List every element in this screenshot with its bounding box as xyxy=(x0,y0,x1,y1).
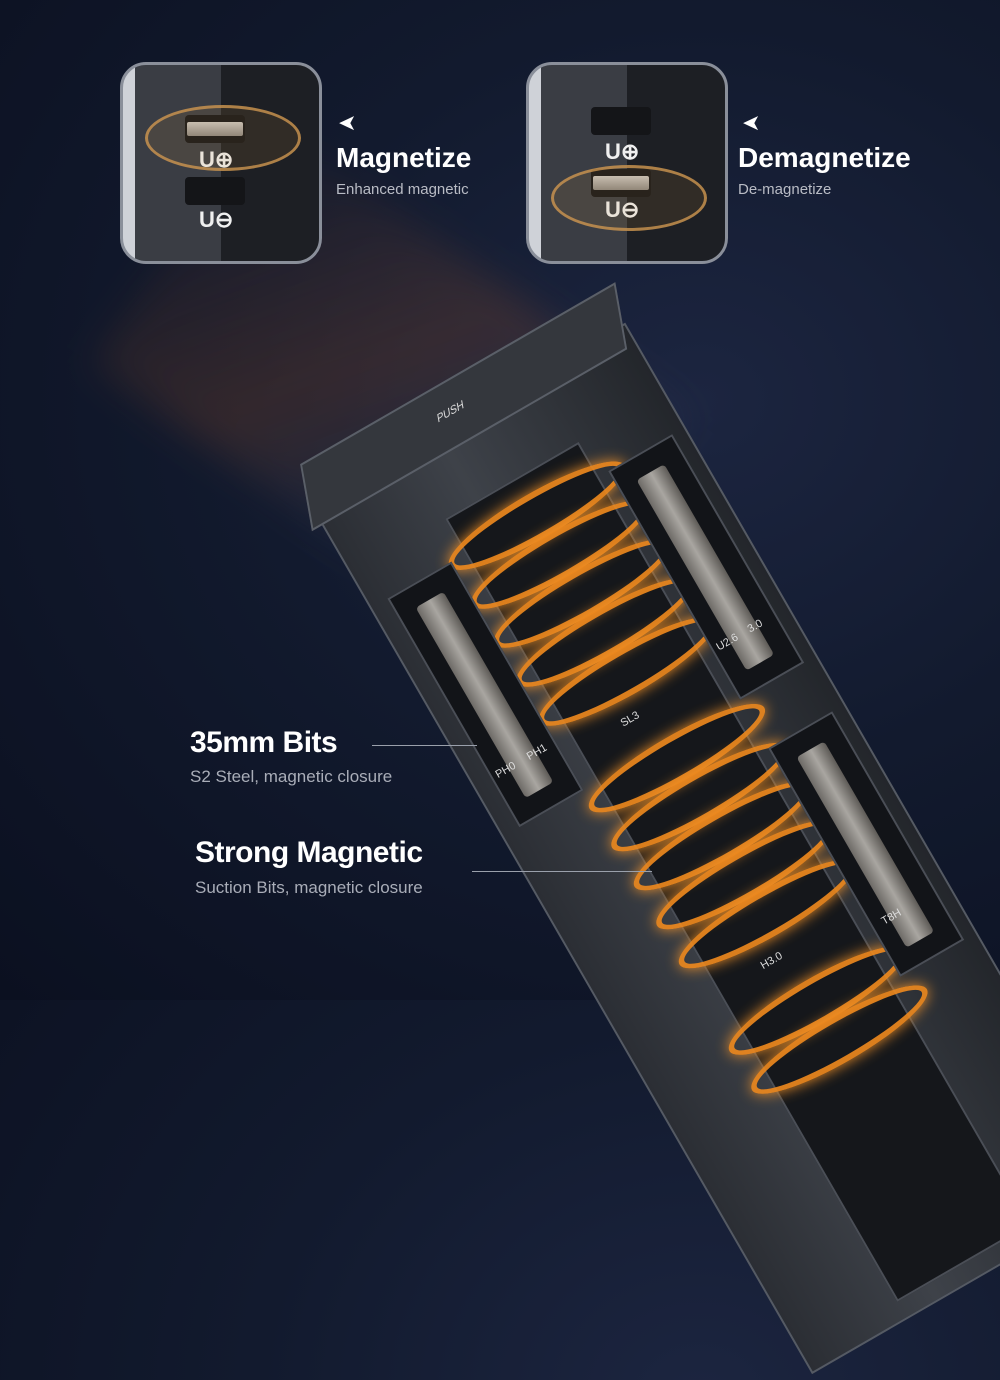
callout-line xyxy=(472,871,652,872)
highlight-ring xyxy=(145,105,301,171)
callout-line xyxy=(372,745,477,746)
highlight-ring xyxy=(551,165,707,231)
arrow-left-icon: ➤ xyxy=(338,110,357,135)
magnetize-inset: U⊕ U⊖ xyxy=(120,62,322,264)
arrow-left-icon: ➤ xyxy=(742,110,761,135)
demagnetize-inset: U⊕ U⊖ xyxy=(526,62,728,264)
screwdriver-case: PUSH SL3 H3.0 PH0 PH1 U2.6 3.0 T8H xyxy=(290,282,1000,1375)
